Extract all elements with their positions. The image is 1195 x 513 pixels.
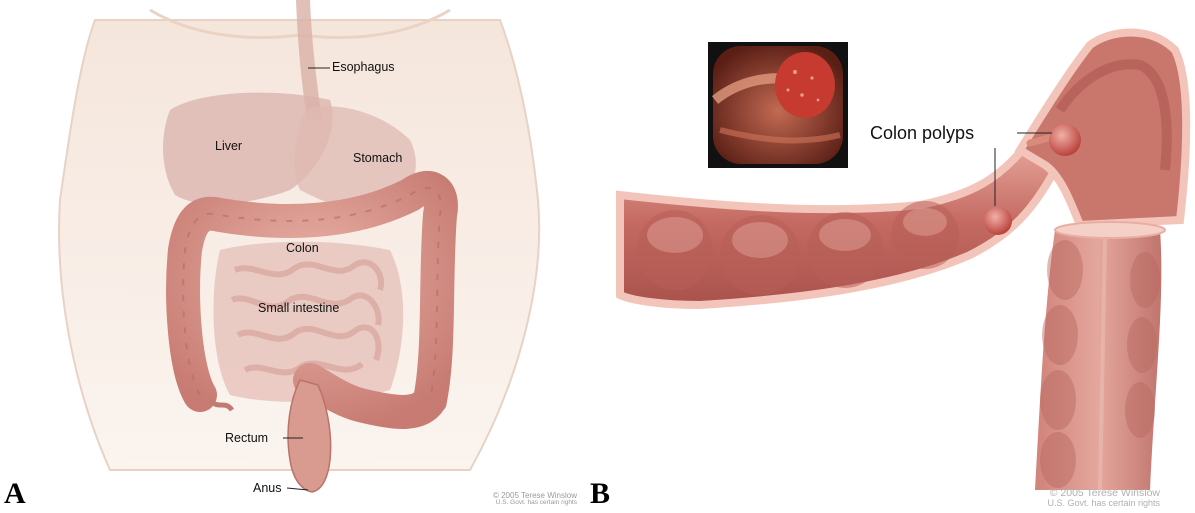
label-liver: Liver [215, 139, 242, 153]
label-small-intestine: Small intestine [258, 301, 339, 315]
panel-letter-b: B [590, 477, 610, 511]
label-colon-polyps: Colon polyps [870, 123, 974, 144]
label-colon: Colon [286, 241, 319, 255]
panel-letter-a: A [4, 477, 26, 511]
copyright-credit-b: © 2005 Terese Winslow U.S. Govt. has cer… [1010, 488, 1160, 508]
label-esophagus: Esophagus [332, 60, 395, 74]
label-anus: Anus [253, 481, 282, 495]
label-rectum: Rectum [225, 431, 268, 445]
panel-a-digestive-anatomy: Esophagus Liver Stomach Colon Small inte… [0, 0, 590, 513]
colon-cutaway-illustration [590, 0, 1195, 513]
label-stomach: Stomach [353, 151, 402, 165]
panel-b-colon-polyps: Colon polyps © 2005 Terese Winslow U.S. … [590, 0, 1195, 513]
copyright-credit-a: © 2005 Terese Winslow U.S. Govt. has cer… [455, 492, 577, 507]
polyp-upper-pedunculated [1049, 124, 1081, 156]
digestive-system-illustration [0, 0, 590, 513]
polyp-lower [984, 207, 1012, 235]
splenic-flexure-shape [1020, 33, 1186, 226]
endoscopy-inset-photo [708, 42, 848, 168]
